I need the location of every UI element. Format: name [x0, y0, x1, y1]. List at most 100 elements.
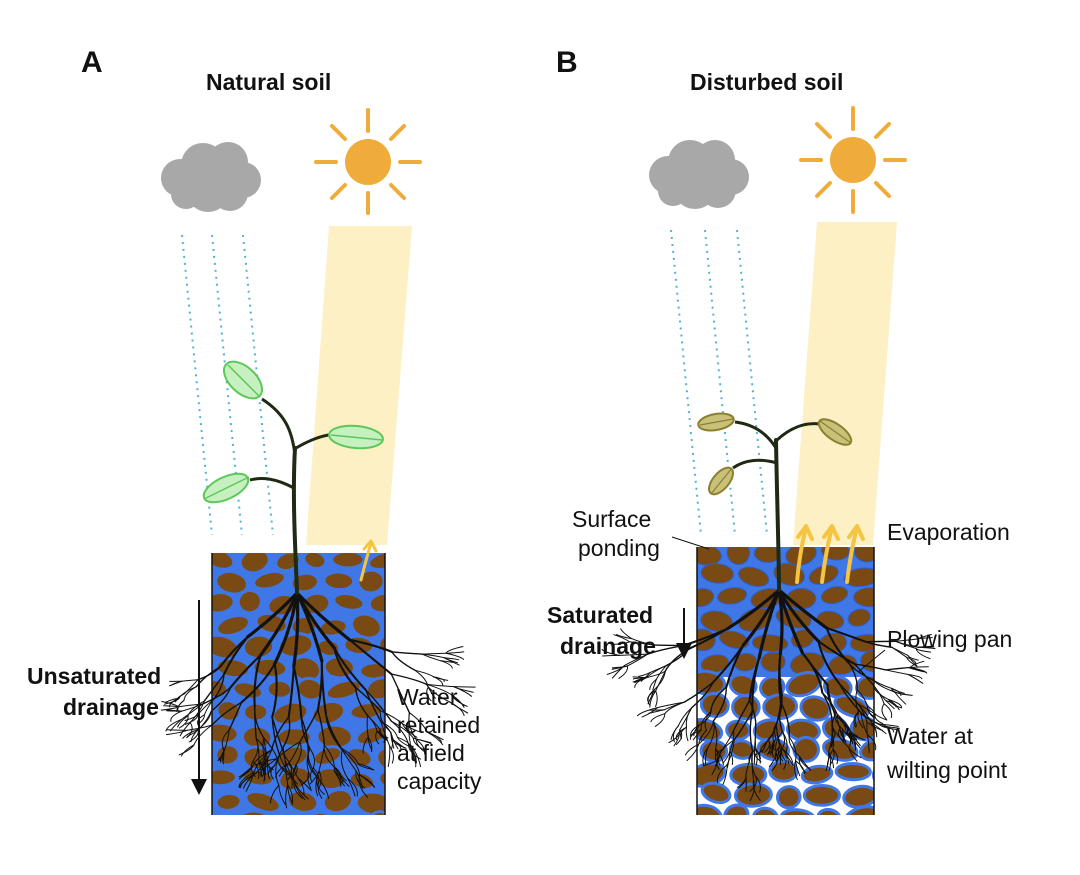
soil-aggregate: [252, 569, 287, 591]
root-branch: [860, 712, 881, 725]
root-branch: [616, 633, 633, 640]
root-branch: [857, 711, 864, 729]
soil-aggregate: [799, 695, 832, 722]
root-branch: [390, 673, 427, 685]
soil-aggregate: [215, 613, 251, 638]
root-branch: [181, 679, 199, 682]
root-branch: [683, 681, 714, 703]
root-branch: [778, 701, 784, 733]
root-branch: [794, 760, 798, 781]
root-branch: [649, 678, 657, 690]
root-branch: [258, 591, 299, 657]
root-branch: [165, 709, 183, 712]
root-branch: [355, 686, 382, 712]
root-branch: [317, 709, 326, 746]
soil-aggregate: [729, 762, 768, 787]
soil-aggregate: [356, 568, 385, 595]
root-branch: [657, 701, 685, 709]
soil-aggregate: [843, 805, 874, 815]
root-branch: [415, 738, 427, 754]
root-branch: [725, 588, 781, 631]
root-branch: [193, 724, 213, 746]
root-branch: [366, 714, 369, 738]
soil-aggregate: [392, 652, 430, 682]
root-branch: [210, 686, 232, 712]
root-branch: [240, 662, 276, 704]
soil-aggregate: [834, 761, 872, 782]
root-branch: [219, 635, 249, 668]
root-branch: [253, 654, 262, 708]
roots-a: [160, 591, 476, 809]
sun-icon: [314, 108, 422, 215]
root-branch: [620, 628, 633, 640]
root-branch: [650, 713, 666, 723]
root-branch: [801, 652, 829, 687]
root-branch: [825, 751, 830, 772]
root-branch: [883, 703, 893, 719]
root-branch: [284, 755, 299, 779]
root-branch: [453, 686, 476, 688]
root-branch: [362, 736, 369, 754]
root-branch: [832, 748, 839, 765]
root-branch: [292, 665, 303, 719]
root-branch: [654, 713, 666, 727]
soil-aggregate: [800, 764, 834, 785]
root-branch: [390, 720, 410, 746]
root-branch: [655, 690, 658, 708]
root-branch: [365, 689, 382, 723]
soil-aggregate: [302, 553, 328, 570]
root-branch: [410, 744, 421, 768]
root-branch: [866, 705, 875, 718]
root-branch: [183, 679, 199, 695]
leaf-icon: [697, 412, 735, 432]
root-branch: [282, 746, 290, 771]
root-branch: [287, 665, 295, 719]
root-branch: [401, 723, 418, 738]
root-branch: [263, 737, 268, 760]
root-branch: [340, 749, 349, 779]
soil-aggregate: [212, 591, 236, 615]
root-branch: [817, 640, 856, 666]
unsaturated-drainage-label-line2: drainage: [63, 694, 159, 720]
root-branch: [748, 656, 761, 702]
plowing-pan-label: Plowing pan: [887, 626, 1013, 652]
soil-aggregate: [700, 610, 733, 632]
root-branch: [222, 747, 225, 761]
root-branch: [917, 645, 933, 648]
soil-aggregate: [697, 547, 722, 566]
root-branch: [295, 741, 302, 765]
root-branch: [177, 715, 189, 728]
root-branch: [712, 686, 728, 722]
root-branch: [748, 699, 757, 729]
soil-aggregate: [236, 588, 263, 615]
evaporation-label: Evaporation: [887, 519, 1010, 545]
root-branch: [288, 741, 301, 764]
root-branch: [290, 764, 298, 779]
root-branch: [221, 729, 230, 749]
root-branch: [379, 710, 403, 725]
root-branch: [834, 714, 851, 734]
root-branch: [300, 771, 310, 786]
root-branch: [873, 680, 893, 689]
root-branch: [299, 709, 319, 743]
root-branch: [842, 728, 853, 740]
soil-aggregate: [820, 547, 850, 561]
root-branch: [160, 706, 180, 711]
soil-aggregate: [802, 783, 841, 807]
soil-aggregate: [388, 569, 421, 593]
root-branch: [775, 731, 783, 755]
soil-aggregate: [697, 588, 715, 608]
root-branch: [771, 753, 778, 771]
root-branch: [729, 729, 735, 752]
root-branch: [641, 707, 658, 718]
root-branch: [830, 733, 836, 748]
root-branch: [833, 711, 848, 728]
root-branch: [738, 774, 747, 789]
root-branch: [827, 684, 836, 716]
root-branch: [181, 703, 203, 712]
water-retained-label-line4: capacity: [397, 768, 482, 794]
root-branch: [677, 707, 693, 727]
root-branch: [776, 694, 783, 723]
root-branch: [347, 777, 358, 797]
soil-aggregate: [843, 567, 874, 588]
